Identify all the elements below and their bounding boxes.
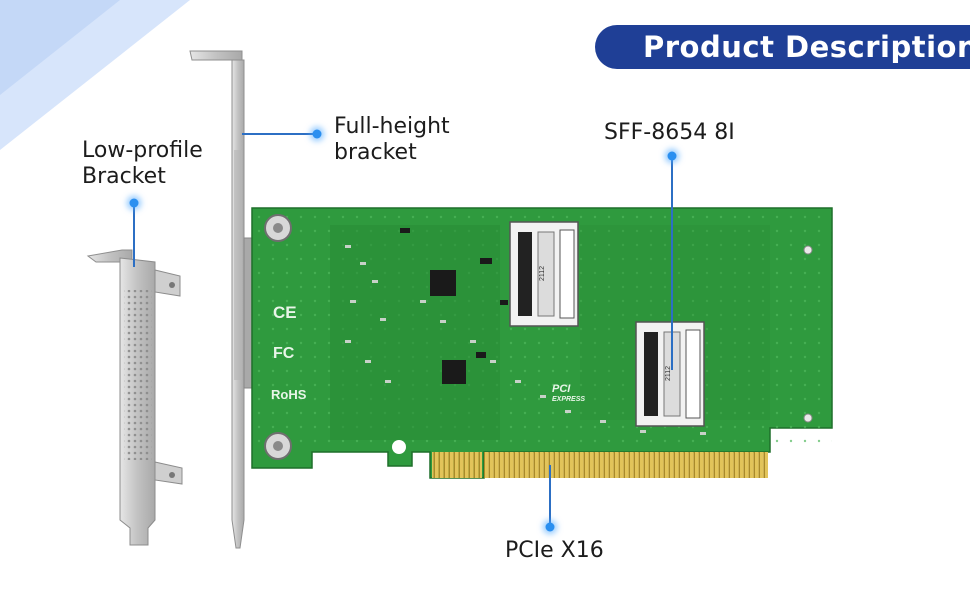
sff-connector-top (509, 221, 579, 327)
title-banner: Product Description (595, 25, 970, 69)
dot-pcie (545, 522, 555, 532)
callout-pcie: PCIe X16 (505, 538, 604, 564)
dot-full-height (312, 129, 322, 139)
page-title: Product Description (643, 30, 970, 64)
connector-code-top: 2112 (539, 265, 547, 282)
express-logo-text: EXPRESS (552, 396, 586, 403)
sff-connector-bottom (635, 321, 705, 427)
callout-low-profile-line2: Bracket (82, 164, 166, 189)
callout-sff: SFF-8654 8I (604, 120, 735, 146)
leader-sff (671, 157, 673, 370)
ce-mark: CE (273, 303, 297, 322)
leader-full-height (242, 133, 317, 135)
callout-low-profile-line1: Low-profile (82, 138, 203, 163)
pci-logo-text: PCI (552, 383, 571, 395)
rohs-mark: RoHS (271, 387, 307, 402)
callout-sff-label: SFF-8654 8I (604, 120, 735, 145)
leader-pcie (549, 465, 551, 527)
corner-decoration (0, 0, 190, 150)
callout-full-height: Full-height bracket (334, 114, 450, 166)
leader-low-profile (133, 203, 135, 267)
callout-low-profile: Low-profile Bracket (82, 138, 203, 190)
fc-mark: FC (273, 345, 295, 362)
callout-full-height-line2: bracket (334, 140, 417, 165)
callout-pcie-label: PCIe X16 (505, 538, 604, 563)
callout-full-height-line1: Full-height (334, 114, 450, 139)
dot-low-profile (129, 198, 139, 208)
dot-sff (667, 151, 677, 161)
